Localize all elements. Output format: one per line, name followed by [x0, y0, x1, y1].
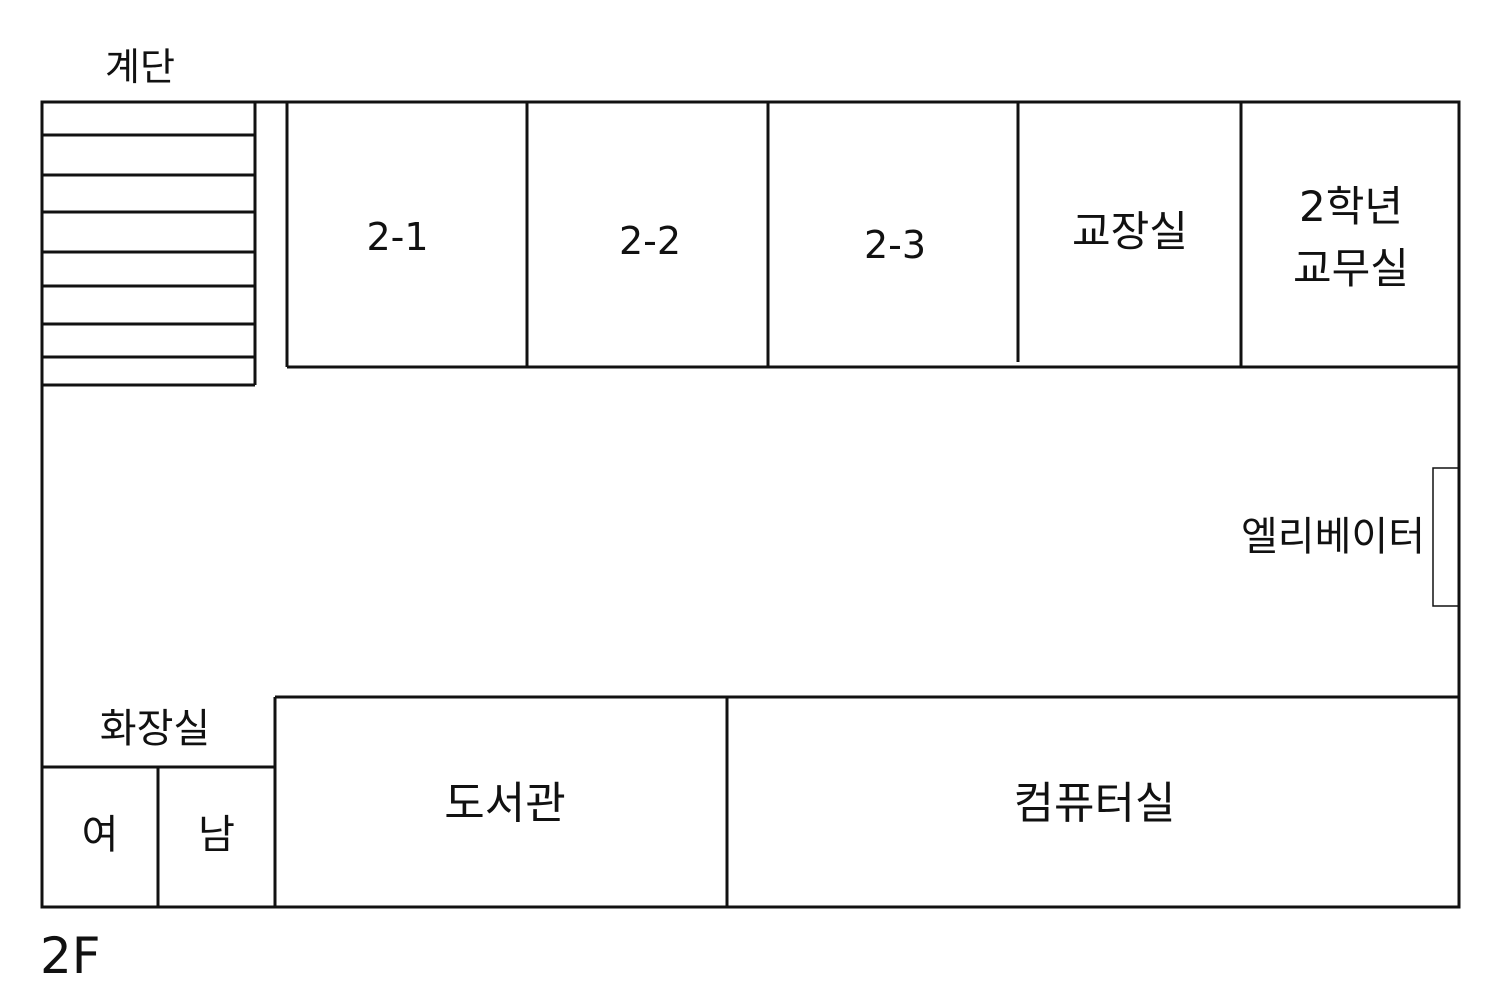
restroom-male-label: 남: [198, 812, 235, 858]
grade2-office-line1: 2학년: [1298, 182, 1403, 231]
grade2-office-label: 2학년 교무실: [1243, 176, 1459, 300]
elevator-label: 엘리베이터: [1241, 514, 1425, 560]
restroom-female-label: 여: [81, 812, 119, 858]
principal-office-label: 교장실: [1072, 207, 1188, 256]
room-2-3-label: 2-3: [863, 223, 927, 267]
stairs-label: 계단: [105, 45, 175, 89]
library-label: 도서관: [444, 778, 566, 829]
elevator-shaft: [1432, 467, 1460, 607]
room-2-2-label: 2-2: [618, 219, 682, 263]
floor-label: 2F: [40, 927, 101, 985]
computer-lab-label: 컴퓨터실: [1013, 778, 1176, 829]
restroom-label: 화장실: [99, 706, 211, 752]
bottom-rooms-walls: [42, 695, 1459, 907]
top-rooms-walls: [285, 102, 1459, 369]
stairs: [42, 102, 257, 387]
room-2-1-label: 2-1: [366, 215, 429, 259]
grade2-office-line2: 교무실: [1293, 244, 1409, 293]
